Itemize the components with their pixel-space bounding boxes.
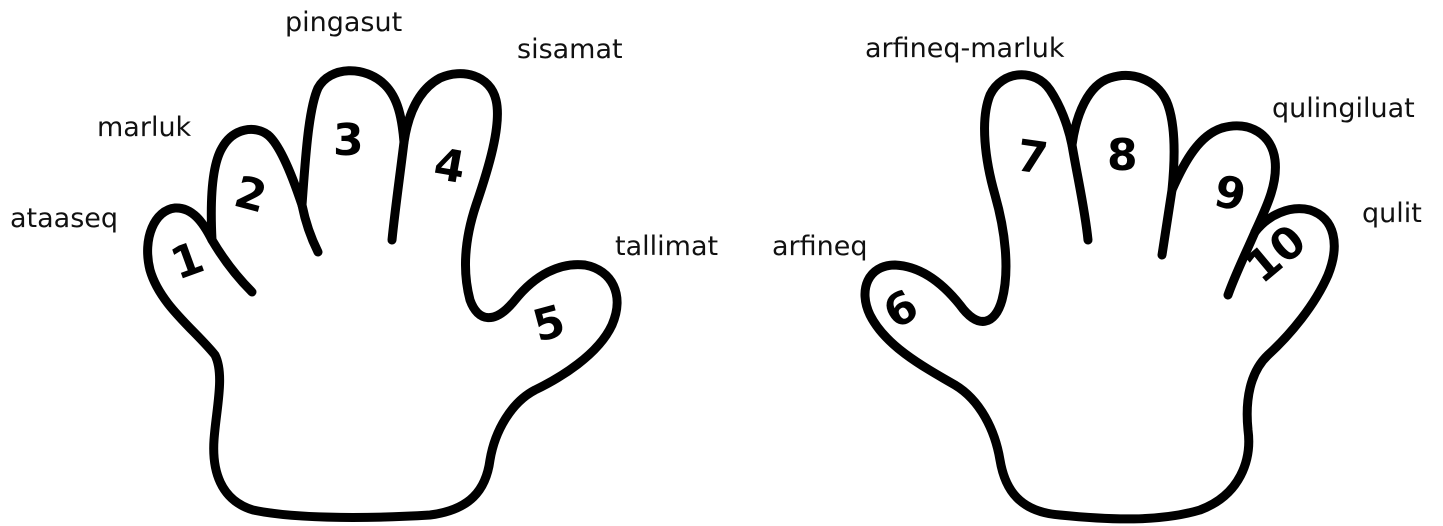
right-hand [865,75,1334,519]
label-arfineq: arfineq [772,233,868,260]
label-marluk: marluk [97,114,191,141]
label-qulingiluat: qulingiluat [1272,95,1415,122]
left-finger-3-digit: 3 [333,115,364,166]
label-qulit: qulit [1362,200,1422,227]
right-finger-8-digit: 8 [1107,130,1138,181]
left-hand [148,71,617,518]
label-pingasut: pingasut [285,9,402,36]
left-hand-outline [148,71,617,518]
right-hand-outline [865,75,1334,519]
label-sisamat: sisamat [517,36,623,63]
label-tallimat: tallimat [615,233,718,260]
label-ataaseq: ataaseq [10,205,118,232]
label-arfineq-marluk: arfineq-marluk [865,35,1064,62]
